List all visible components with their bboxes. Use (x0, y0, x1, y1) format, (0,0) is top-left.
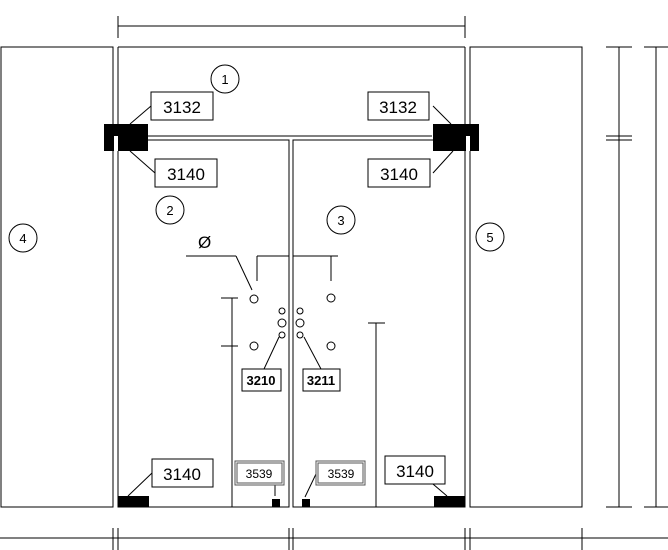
callout-right-leaf: 3 (326, 205, 356, 235)
callout-left-sidelight: 4 (8, 223, 38, 253)
floor-lock-right (302, 499, 310, 507)
top-left-patch-fitting (118, 140, 148, 151)
svg-text:4: 4 (19, 231, 26, 246)
right-dimension-line-outer (644, 46, 668, 508)
left-door-leaf (117, 139, 290, 508)
right-sidelight-panel (469, 46, 583, 508)
bottom-dimension-line (0, 528, 668, 550)
top-right-patch-fitting (433, 140, 465, 151)
svg-text:3140: 3140 (396, 462, 434, 481)
top-dimension-line (117, 16, 466, 38)
right-dimension-line-inner (606, 46, 632, 508)
callout-transom: 1 (210, 64, 240, 94)
label-top-patch-right: 3140 (367, 158, 431, 188)
right-leaf-holes (295, 293, 385, 507)
right-door-leaf (292, 139, 466, 508)
label-top-fitting-left: 3132 (150, 91, 214, 121)
svg-text:3211: 3211 (307, 373, 335, 388)
svg-text:3132: 3132 (163, 98, 201, 117)
svg-text:1: 1 (221, 72, 228, 87)
bottom-right-patch-fitting (434, 496, 465, 507)
diameter-dimension: Ø (186, 233, 338, 291)
svg-text:3140: 3140 (167, 165, 205, 184)
floor-lock-left (272, 499, 280, 507)
label-bottom-patch-right: 3140 (384, 455, 446, 485)
svg-text:3539: 3539 (246, 467, 273, 481)
svg-text:3210: 3210 (247, 373, 276, 388)
label-handle-right: 3211 (302, 368, 341, 392)
label-floor-lock-right: 3539 (315, 460, 366, 486)
label-handle-left: 3210 (241, 368, 282, 392)
callout-left-leaf: 2 (155, 195, 185, 225)
svg-text:2: 2 (166, 203, 173, 218)
svg-text:3539: 3539 (328, 467, 355, 481)
left-sidelight-panel (0, 46, 114, 508)
svg-text:5: 5 (486, 230, 493, 245)
svg-text:3: 3 (337, 213, 344, 228)
left-leaf-holes (221, 294, 287, 507)
svg-text:3132: 3132 (379, 98, 417, 117)
label-top-patch-left: 3140 (154, 158, 218, 188)
bottom-left-patch-fitting (118, 496, 149, 507)
svg-text:3140: 3140 (380, 165, 418, 184)
label-top-fitting-right: 3132 (367, 91, 430, 121)
label-floor-lock-left: 3539 (234, 460, 285, 486)
callout-right-sidelight: 5 (475, 222, 505, 252)
transom-panel (117, 46, 466, 137)
label-bottom-patch-left: 3140 (151, 458, 214, 488)
svg-text:3140: 3140 (163, 465, 201, 484)
diameter-symbol: Ø (198, 233, 211, 252)
